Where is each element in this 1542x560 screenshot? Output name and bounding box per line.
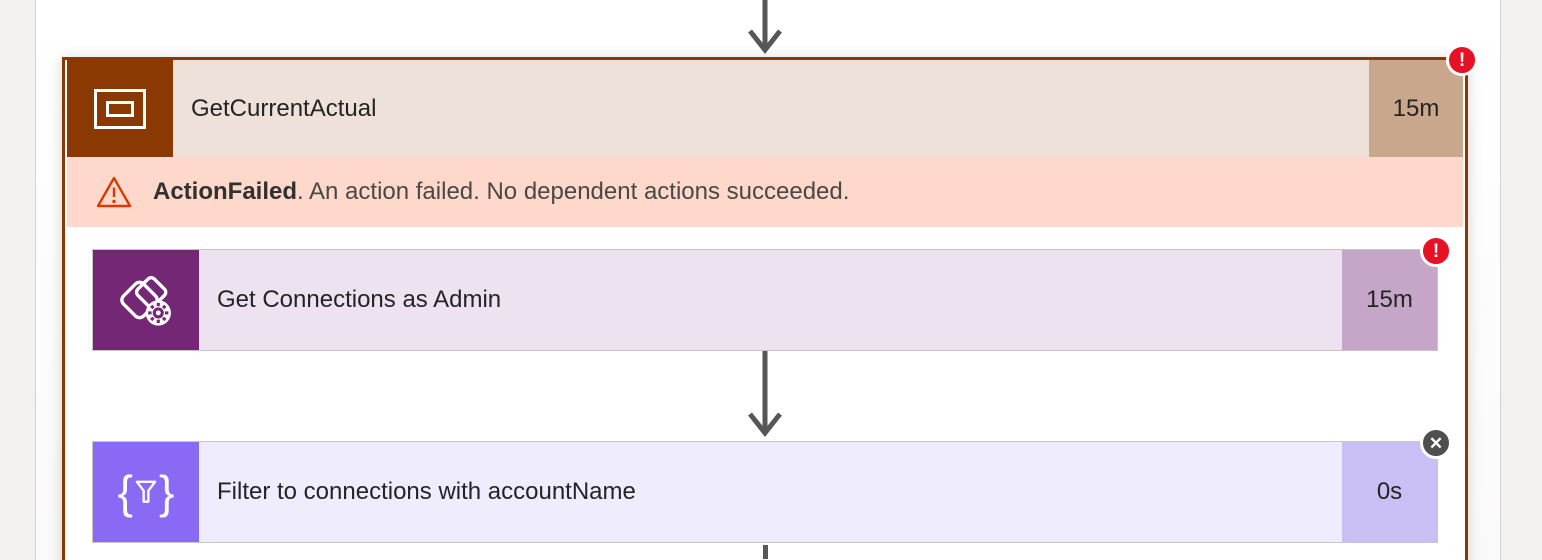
canvas-left-gutter [0, 0, 36, 560]
scope-card[interactable]: ! GetCurrentActual 15m ActionFailed. An … [62, 44, 1478, 560]
action-card-filter-to-connections[interactable]: ✕ { } Filter to connections with account… [92, 427, 1452, 543]
error-message-rest: . An action failed. No dependent actions… [297, 178, 850, 205]
canvas-right-gutter [1500, 0, 1542, 560]
action-title: Get Connections as Admin [217, 286, 502, 313]
scope-error-badge: ! [1446, 44, 1478, 76]
error-message: ActionFailed. An action failed. No depen… [153, 178, 849, 206]
flow-connector-arrow-top [743, 0, 787, 56]
error-banner: ActionFailed. An action failed. No depen… [67, 157, 1463, 227]
error-code: ActionFailed [153, 178, 298, 205]
action-duration: 0s [1342, 442, 1437, 542]
scope-duration: 15m [1369, 60, 1463, 157]
scope-body: ! [67, 227, 1463, 559]
scope-error-badge-glyph: ! [1458, 49, 1466, 71]
flow-canvas: ! GetCurrentActual 15m ActionFailed. An … [36, 0, 1500, 560]
filter-icon: { } [93, 442, 199, 542]
action-duration: 15m [1342, 250, 1437, 350]
flow-connector-stub-bottom [762, 545, 768, 559]
warning-icon [96, 176, 132, 208]
action-card-get-connections-as-admin[interactable]: ! [92, 235, 1452, 351]
action-title: Filter to connections with accountName [217, 478, 636, 505]
scope-icon [67, 60, 173, 157]
scope-icon-glyph [94, 88, 146, 129]
filter-icon-glyph: { } [117, 466, 175, 518]
action-skipped-badge-glyph: ✕ [1428, 433, 1444, 453]
action-skipped-badge: ✕ [1420, 427, 1452, 459]
powerapps-admin-icon [93, 250, 199, 350]
flow-connector-arrow-middle [92, 351, 1438, 441]
scope-title: GetCurrentActual [191, 94, 377, 122]
scope-header[interactable]: GetCurrentActual 15m [67, 60, 1463, 157]
action-error-badge-glyph: ! [1432, 240, 1440, 262]
action-error-badge: ! [1420, 235, 1452, 267]
